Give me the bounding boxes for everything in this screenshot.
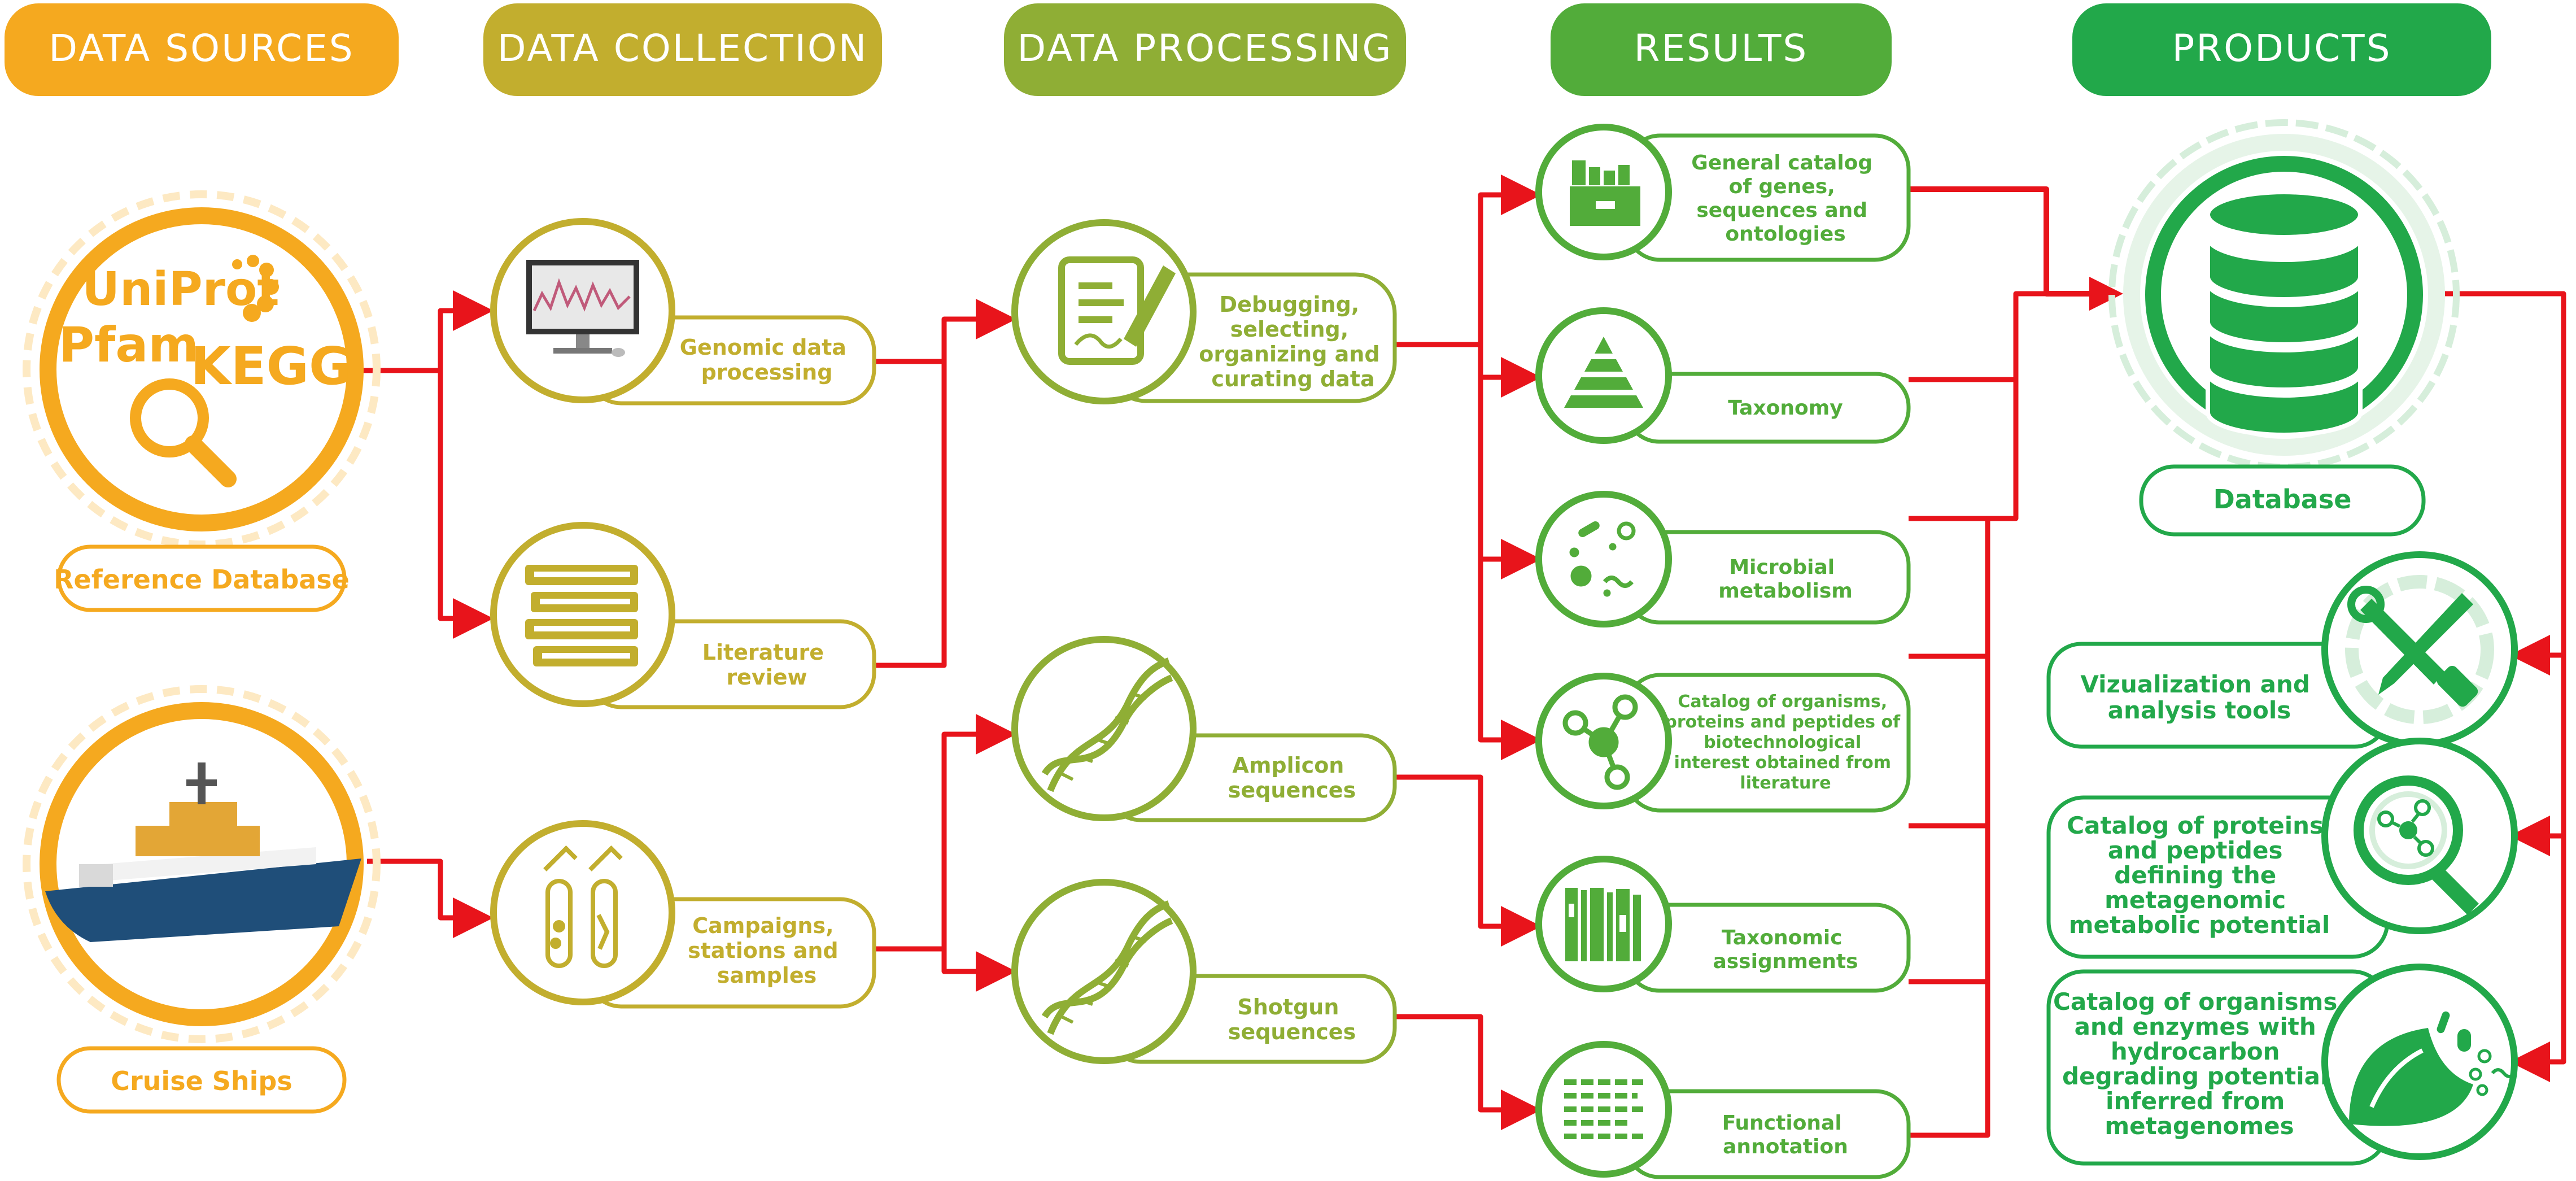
product-visualization: Vizualization and analysis tools <box>2046 551 2518 749</box>
taxonomy-label: Taxonomy <box>1728 396 1843 420</box>
header-results: RESULTS <box>1551 3 1892 96</box>
svg-text:Pfam: Pfam <box>59 317 199 373</box>
catalog-proteins-label: Catalog of proteins and peptides definin… <box>2067 812 2332 939</box>
literature-label: Literature review <box>702 640 832 690</box>
barcode-icon <box>1565 888 1641 961</box>
microbes-icon <box>1569 521 1636 597</box>
catalog-organisms-label: Catalog of organisms, proteins and pepti… <box>1665 692 1906 793</box>
collection-literature: Literature review <box>490 522 876 709</box>
books-icon <box>525 565 638 666</box>
text-lines-icon <box>1564 1079 1643 1139</box>
taxonomic-label: Taxonomic assignments <box>1713 926 1858 973</box>
header-results-label: RESULTS <box>1634 27 1809 70</box>
header-data-collection-label: DATA COLLECTION <box>497 27 868 70</box>
header-data-processing: DATA PROCESSING <box>1004 3 1406 96</box>
source-cruise: Cruise Ships <box>23 685 381 1114</box>
bacteria-icon <box>2349 1011 2517 1126</box>
dna-icon <box>1041 657 1173 792</box>
result-general-catalog: General catalog of genes, sequences and … <box>1535 124 1911 262</box>
general-catalog-label: General catalog of genes, sequences and … <box>1691 151 1879 246</box>
flow-arrows <box>350 175 2566 1138</box>
product-database: Database <box>2108 119 2460 537</box>
product-catalog-proteins: Catalog of proteins and peptides definin… <box>2046 738 2518 959</box>
collection-genomic: Genomic data processing <box>490 218 876 406</box>
functional-label: Functional annotation <box>1722 1112 1849 1158</box>
header-data-collection: DATA COLLECTION <box>483 3 882 96</box>
document-pen-icon <box>1058 256 1176 365</box>
molecule-icon <box>1562 694 1638 790</box>
svg-text:KEGG: KEGG <box>190 336 351 396</box>
product-catalog-enzymes: Catalog of organisms and enzymes with hy… <box>2046 964 2518 1166</box>
collection-campaigns: Campaigns, stations and samples <box>490 820 876 1009</box>
magnifier-molecule-icon <box>2354 775 2479 915</box>
cruise-ships-label: Cruise Ships <box>111 1066 292 1096</box>
amplicon-label: Amplicon sequences <box>1228 753 1356 803</box>
catalog-box-icon <box>1570 160 1640 226</box>
result-microbial: Microbial metabolism <box>1535 491 1911 627</box>
result-catalog-organisms: Catalog of organisms, proteins and pepti… <box>1535 673 1911 813</box>
database-label: Database <box>2213 484 2352 515</box>
visualization-label: Vizualization and analysis tools <box>2080 670 2318 724</box>
microbial-label: Microbial metabolism <box>1718 556 1853 603</box>
database-logos-icon: UniProt Pfam KEGG <box>59 255 352 487</box>
result-taxonomic: Taxonomic assignments <box>1535 856 1911 993</box>
result-taxonomy: Taxonomy <box>1535 307 1911 444</box>
header-products-label: PRODUCTS <box>2172 27 2391 70</box>
reference-database-label: Reference Database <box>54 564 350 595</box>
genomic-label: Genomic data processing <box>680 335 854 385</box>
database-cylinder-icon <box>2206 190 2363 437</box>
campaigns-label: Campaigns, stations and samples <box>688 913 846 988</box>
processing-shotgun: Shotgun sequences <box>1011 879 1397 1064</box>
header-products: PRODUCTS <box>2072 3 2491 96</box>
result-functional: Functional annotation <box>1535 1041 1911 1179</box>
tools-icon <box>2345 575 2494 724</box>
header-data-sources: DATA SOURCES <box>5 3 399 96</box>
catalog-enzymes-label: Catalog of organisms and enzymes with hy… <box>2053 988 2346 1140</box>
pyramid-icon <box>1564 337 1643 408</box>
test-tubes-icon <box>543 846 623 968</box>
source-reference: UniProt Pfam KEGG Reference Database <box>23 190 381 612</box>
ship-icon <box>45 762 361 942</box>
monitor-icon <box>526 260 639 357</box>
dna-icon <box>1041 900 1173 1035</box>
processing-amplicon: Amplicon sequences <box>1011 636 1397 822</box>
header-data-processing-label: DATA PROCESSING <box>1017 27 1392 70</box>
debugging-label: Debugging, selecting, organizing and cur… <box>1199 292 1387 391</box>
processing-debugging: Debugging, selecting, organizing and cur… <box>1011 219 1397 404</box>
header-data-sources-label: DATA SOURCES <box>49 27 354 70</box>
shotgun-label: Shotgun sequences <box>1228 995 1356 1044</box>
